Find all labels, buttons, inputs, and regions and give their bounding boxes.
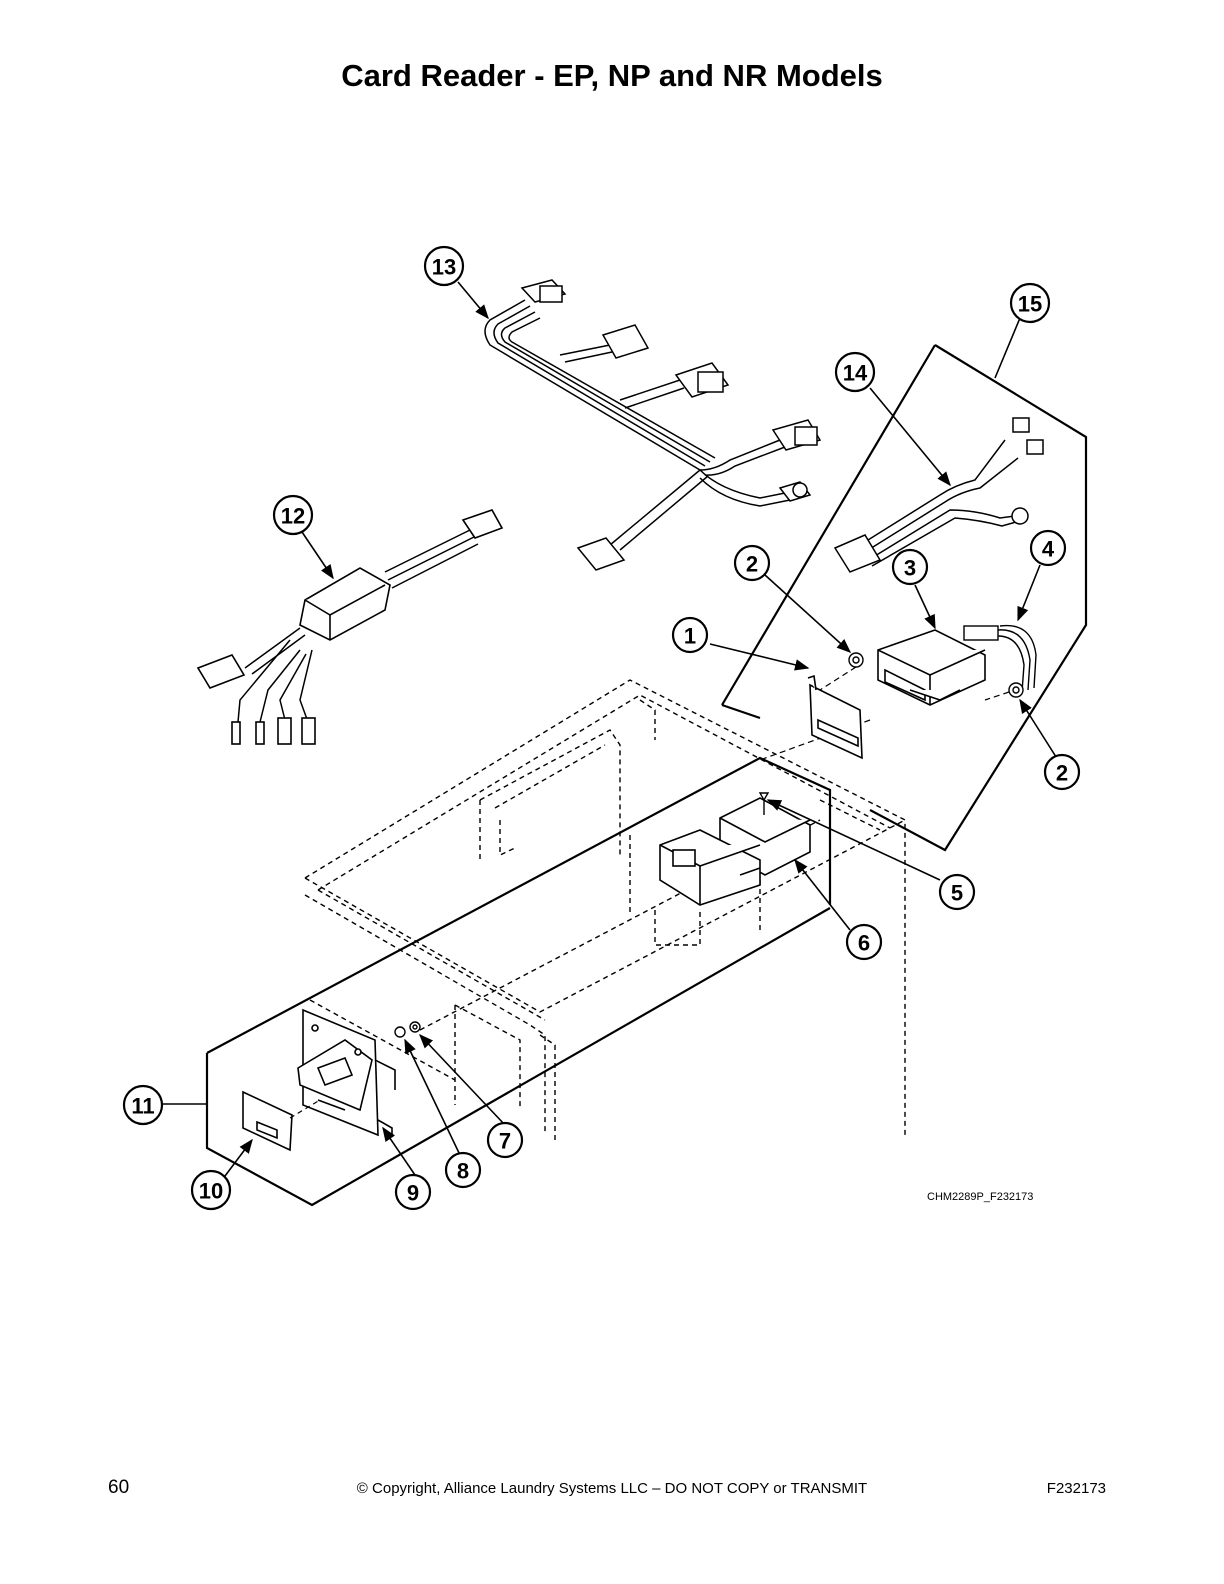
copyright-notice: © Copyright, Alliance Laundry Systems LL…	[356, 1480, 868, 1497]
bracket-1	[807, 674, 863, 760]
callout-2-upper: 2	[733, 544, 771, 582]
assembly-lines-dashed	[759, 666, 1010, 761]
callout-15: 15	[1009, 282, 1051, 324]
card-reader-head-6	[659, 797, 811, 906]
callout-3: 3	[891, 548, 929, 586]
card-reader-module-3	[877, 629, 986, 706]
callout-7: 7	[486, 1121, 524, 1159]
svg-text:3: 3	[904, 556, 916, 581]
callout-11: 11	[122, 1084, 164, 1126]
svg-text:4: 4	[1042, 537, 1055, 562]
figure-id: CHM2289P_F232173	[927, 1191, 1033, 1203]
callout-10: 10	[190, 1169, 232, 1211]
wire-harness-12	[237, 529, 479, 723]
svg-text:12: 12	[281, 504, 305, 529]
callout-6: 6	[845, 923, 883, 961]
callout-2-lower: 2	[1043, 753, 1081, 791]
svg-text:5: 5	[951, 881, 963, 906]
page-number: 60	[108, 1477, 130, 1498]
svg-text:8: 8	[457, 1159, 469, 1184]
callout-9: 9	[394, 1173, 432, 1211]
svg-text:7: 7	[499, 1129, 511, 1154]
svg-text:14: 14	[843, 361, 868, 386]
document-id: F232173	[1046, 1480, 1106, 1497]
harness-13-connectors	[520, 279, 822, 571]
wire-harness-13	[484, 299, 791, 551]
svg-text:15: 15	[1018, 292, 1042, 317]
callout-13: 13	[423, 245, 465, 287]
harness-12-parts	[196, 509, 504, 745]
bezel-9	[297, 1008, 396, 1137]
label-10	[242, 1090, 293, 1152]
svg-text:2: 2	[1056, 761, 1068, 786]
callout-5: 5	[938, 873, 976, 911]
callout-12: 12	[272, 494, 314, 536]
svg-text:2: 2	[746, 552, 758, 577]
page-title: Card Reader - EP, NP and NR Models	[341, 58, 883, 93]
screw-5	[758, 792, 770, 815]
group-11-panel	[205, 756, 832, 1207]
svg-text:1: 1	[684, 624, 696, 649]
wire-harness-14	[859, 439, 1019, 567]
label-assembly-line	[289, 1099, 321, 1119]
harness-14-connectors	[833, 417, 1044, 573]
callout-4: 4	[1029, 529, 1067, 567]
svg-text:9: 9	[407, 1181, 419, 1206]
washer-nut-7-8	[394, 1021, 421, 1038]
callout-1: 1	[671, 616, 709, 654]
console-outline-dashed	[304, 679, 906, 1140]
callout-14: 14	[834, 351, 876, 393]
group-15-panel	[721, 344, 1088, 852]
callout-8: 8	[444, 1151, 482, 1189]
wire-harness-4	[963, 624, 1037, 693]
svg-text:6: 6	[858, 931, 870, 956]
svg-text:11: 11	[131, 1094, 154, 1119]
svg-text:10: 10	[199, 1179, 223, 1204]
svg-text:13: 13	[432, 255, 456, 280]
leader-lines	[162, 281, 1059, 1181]
